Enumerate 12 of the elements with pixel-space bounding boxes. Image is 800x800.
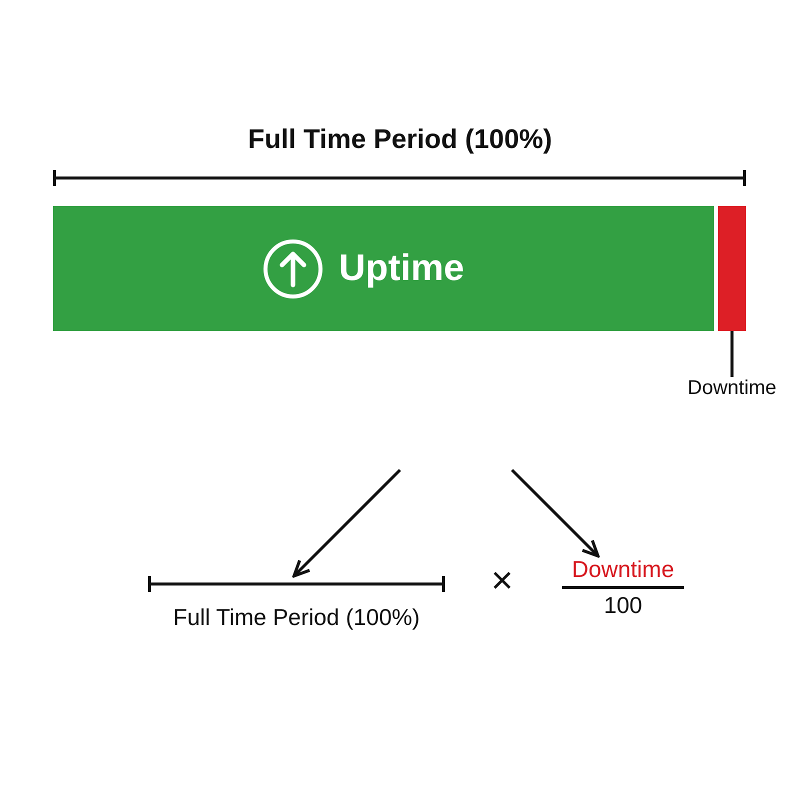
arrow — [510, 468, 600, 558]
dimension-label: Full Time Period (100%) — [248, 124, 552, 156]
segment-label: Uptime — [338, 247, 464, 290]
arrow — [292, 468, 402, 578]
leader-label: Downtime — [688, 377, 776, 400]
dimension-label: Full Time Period (100%) — [173, 604, 420, 630]
bar-segment — [718, 206, 746, 331]
multiplication-sign: × — [491, 560, 514, 604]
fraction-numerator: Downtime — [572, 556, 674, 582]
bar-segment — [53, 206, 714, 331]
fraction-denominator: 100 — [604, 592, 642, 619]
leader-line — [730, 331, 734, 377]
